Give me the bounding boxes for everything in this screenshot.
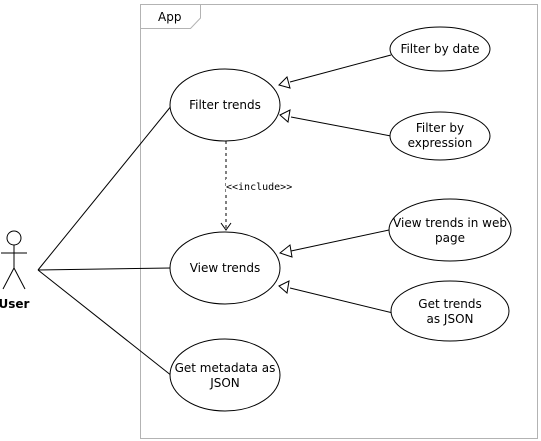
use-case-filter-by-expression-label-line-2: expression bbox=[408, 136, 473, 150]
gen-json-line bbox=[289, 287, 394, 314]
use-case-get-trends-json-ellipse bbox=[390, 280, 510, 342]
use-case-filter-by-expression-ellipse bbox=[389, 111, 491, 161]
gen-date-line bbox=[289, 54, 392, 83]
include-dependency: <<include>> bbox=[220, 141, 300, 231]
use-case-get-trends-json-label-line-1: Get trends bbox=[418, 297, 481, 311]
include-label: <<include>> bbox=[226, 182, 292, 193]
gen-json-arrowhead bbox=[278, 280, 290, 294]
gen-web-line bbox=[290, 229, 390, 252]
assoc-user-view-trends bbox=[37, 267, 172, 271]
actor-right-leg bbox=[13, 267, 26, 290]
generalizations bbox=[278, 54, 394, 314]
actor-head bbox=[6, 230, 22, 246]
actor-left-leg bbox=[2, 267, 15, 290]
use-case-view-trends[interactable]: View trends bbox=[169, 231, 281, 305]
actor-label: User bbox=[0, 297, 30, 311]
use-case-filter-by-expression-label-line-1: Filter by bbox=[416, 121, 464, 135]
use-case-get-metadata-json-ellipse bbox=[169, 338, 281, 412]
gen-web-arrowhead bbox=[278, 244, 293, 258]
use-case-filter-trends-ellipse bbox=[169, 68, 281, 142]
use-case-view-trends-web-page-ellipse bbox=[388, 198, 512, 262]
gen-expression-arrowhead bbox=[279, 109, 291, 123]
use-case-filter-by-date-ellipse bbox=[389, 26, 491, 72]
use-case-filter-by-date-label: Filter by date bbox=[400, 42, 479, 56]
include-arrowhead bbox=[220, 222, 232, 231]
use-case-filter-by-date[interactable]: Filter by date bbox=[389, 26, 491, 72]
use-case-view-trends-ellipse bbox=[169, 231, 281, 305]
associations bbox=[37, 104, 173, 377]
use-case-get-metadata-json-label-line-1: Get metadata as bbox=[175, 361, 276, 375]
gen-date-arrowhead bbox=[278, 76, 291, 89]
use-case-view-trends-web-page[interactable]: View trends in web page bbox=[388, 198, 512, 262]
assoc-user-get-metadata bbox=[37, 269, 173, 377]
use-case-filter-by-expression[interactable]: Filter by expression bbox=[389, 111, 491, 161]
use-case-view-trends-label: View trends bbox=[190, 261, 261, 275]
use-case-view-trends-web-page-label-line-1: View trends in web bbox=[393, 216, 507, 230]
gen-expression-line bbox=[290, 116, 392, 137]
include-label-bg bbox=[226, 179, 300, 193]
use-case-get-metadata-json[interactable]: Get metadata as JSON bbox=[169, 338, 281, 412]
use-case-get-trends-json[interactable]: Get trends as JSON bbox=[390, 280, 510, 342]
package-tab bbox=[140, 4, 201, 29]
actor-user[interactable]: User bbox=[0, 230, 30, 311]
use-case-view-trends-web-page-label-line-2: page bbox=[435, 231, 465, 245]
package-title: App bbox=[158, 10, 181, 24]
use-case-filter-trends-label: Filter trends bbox=[189, 98, 261, 112]
use-case-get-trends-json-label-line-2: as JSON bbox=[427, 312, 474, 326]
use-case-filter-trends[interactable]: Filter trends bbox=[169, 68, 281, 142]
use-case-get-metadata-json-label-line-2: JSON bbox=[209, 376, 240, 390]
assoc-user-filter-trends bbox=[37, 104, 173, 271]
